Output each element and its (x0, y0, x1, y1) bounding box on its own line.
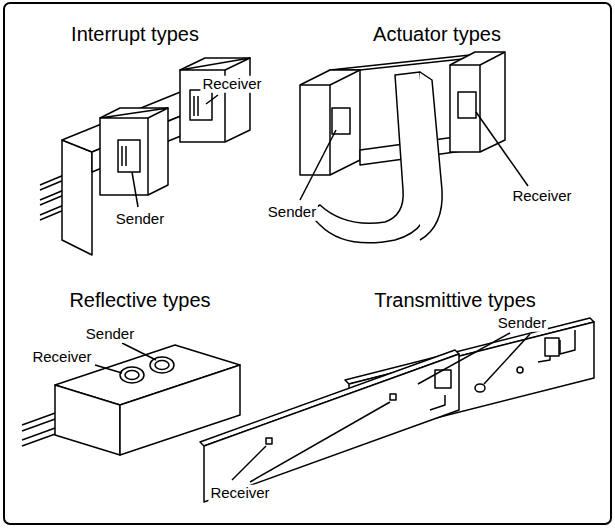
leader-line (250, 402, 390, 482)
transmittive-sensor (200, 318, 594, 502)
leader-line (418, 333, 510, 384)
leader-line (484, 334, 530, 384)
part-label: Sender (266, 204, 318, 221)
part-label: Sender (496, 315, 548, 332)
leader-line (206, 95, 218, 104)
leader-line (122, 343, 156, 360)
part-label: Receiver (208, 485, 271, 502)
section-heading: Interrupt types (71, 23, 199, 45)
part-label: Receiver (510, 188, 573, 205)
leader-line (132, 172, 138, 207)
actuator-sensor (300, 52, 505, 243)
section-heading: Transmittive types (374, 289, 536, 311)
outer-frame (4, 3, 611, 524)
reflective-sensor (22, 345, 240, 455)
leader-line (300, 130, 336, 200)
part-label: Sender (84, 326, 136, 343)
section-heading: Actuator types (373, 23, 501, 45)
leader-line (476, 112, 528, 186)
section-heading: Reflective types (69, 289, 210, 311)
part-label: Receiver (30, 349, 93, 366)
leader-line (232, 446, 266, 480)
leader-line (95, 365, 122, 373)
part-label: Sender (114, 211, 166, 228)
part-label: Receiver (200, 76, 263, 93)
